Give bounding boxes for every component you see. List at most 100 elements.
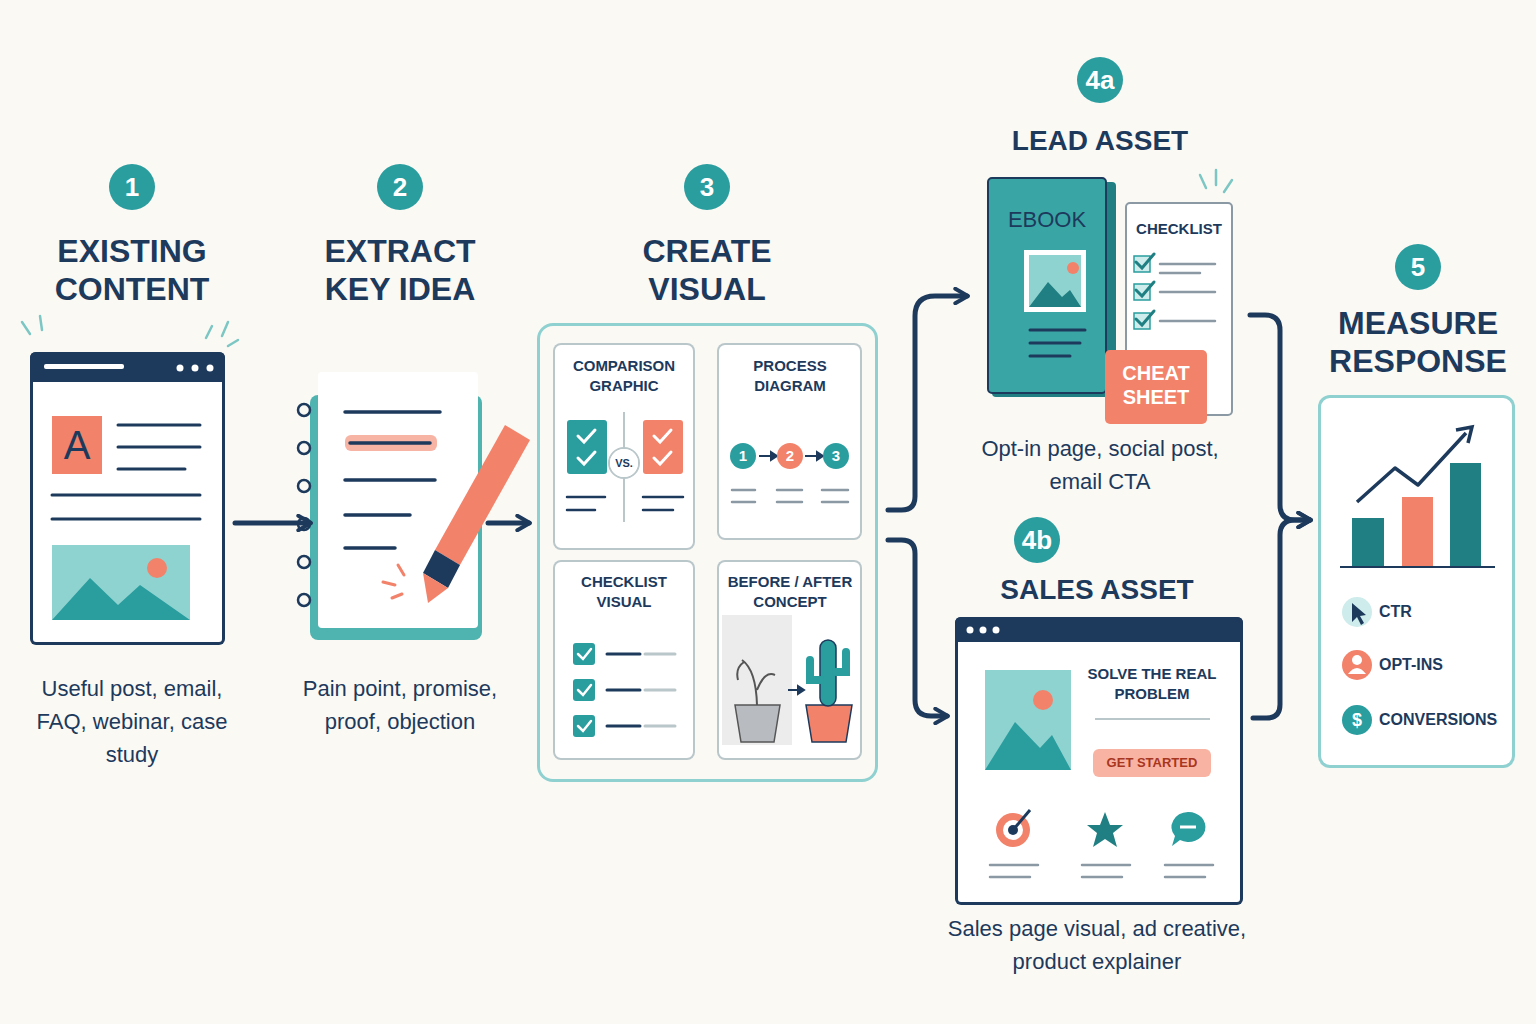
- notebook-illustration-part: [345, 478, 435, 482]
- visual-thumbnails-part: [645, 654, 675, 726]
- visual-thumbnails-part: [573, 643, 595, 665]
- visual-thumbnails-part: [722, 615, 792, 745]
- node-title: COMPARISON GRAPHIC: [556, 356, 692, 395]
- notebook-illustration-part: [298, 404, 310, 606]
- node-text: VS.: [610, 449, 638, 477]
- sales-page-illustration-part: [985, 722, 1071, 770]
- notebook-illustration-part: [392, 594, 402, 598]
- flow-arrow: [888, 296, 967, 510]
- notebook-illustration-part: [345, 435, 437, 451]
- notebook-illustration: [298, 372, 530, 640]
- visual-thumbnails-part: [573, 643, 595, 737]
- notebook-illustration-part: [423, 573, 448, 603]
- node-text: CTR: [1379, 602, 1509, 621]
- visual-thumbnails-part: [645, 689, 675, 692]
- lead-asset-illustration-part: [1160, 272, 1200, 275]
- lead-asset-illustration-part: [1030, 355, 1070, 358]
- lead-asset-illustration-part: [1105, 350, 1207, 424]
- results-chart-part: [1352, 603, 1366, 625]
- flow-arrow: [488, 521, 529, 526]
- visual-thumbnails-part: [822, 489, 848, 492]
- notebook-illustration-part: [345, 410, 440, 414]
- visual-thumbnails-part: [777, 501, 802, 504]
- metrics-panel: MEASURE RESPONSECTROPT-INSCONVERSIONS: [1318, 395, 1515, 768]
- visual-thumbnails-part: [607, 689, 640, 692]
- node-text: Useful post, email, FAQ, webinar, case s…: [19, 672, 245, 771]
- sales-page-illustration-part: [990, 865, 1213, 877]
- lead-asset-illustration-part: [1030, 329, 1085, 332]
- visual-thumbnails-part: [643, 420, 683, 474]
- results-chart-part: [1402, 497, 1433, 566]
- visual-card: PROCESS DIAGRAM123: [717, 343, 862, 540]
- results-chart-part: [1318, 395, 1515, 768]
- results-chart-part: [1342, 705, 1372, 735]
- visual-thumbnails-part: [645, 653, 675, 656]
- notebook-illustration-part: [298, 404, 310, 416]
- notebook-illustration-part: [298, 480, 310, 492]
- visual-thumbnails-part: [607, 654, 640, 726]
- visual-thumbnails-part: [578, 685, 591, 695]
- visual-thumbnails-part: [788, 689, 798, 691]
- browser-illustration-part: [118, 424, 200, 427]
- browser-illustration-part: [52, 518, 200, 521]
- node-text: Sales page visual, ad creative, product …: [932, 912, 1262, 978]
- browser-illustration-part: [52, 578, 190, 620]
- sales-page-illustration: [955, 617, 1243, 905]
- results-chart-part: [1456, 427, 1472, 443]
- browser-illustration-part: [52, 416, 102, 474]
- sales-page-illustration-part: [980, 627, 987, 634]
- visual-thumbnails-part: [822, 501, 848, 504]
- notebook-illustration-part: [345, 412, 440, 548]
- lead-asset-illustration-part: [1136, 254, 1154, 268]
- visual-thumbnails: [553, 343, 862, 760]
- step-number: 4b: [1014, 517, 1060, 563]
- notebook-illustration-part: [298, 594, 310, 606]
- sales-page-illustration-part: [985, 670, 1071, 770]
- node-text: Pain point, promise, proof, objection: [295, 672, 505, 738]
- sales-page-illustration-part: [1165, 864, 1213, 867]
- visual-thumbnails-part: [806, 705, 852, 742]
- visual-thumbnails-part: [717, 343, 862, 540]
- visual-thumbnails-part: [567, 497, 683, 510]
- notebook-illustration-part: [435, 425, 530, 565]
- dollar-icon: $: [1345, 708, 1369, 732]
- visual-thumbnails-part: [737, 660, 775, 705]
- sales-page-illustration-part: [955, 617, 1243, 905]
- sales-page-illustration-part: [1033, 690, 1053, 710]
- lead-asset-illustration-part: [1136, 254, 1154, 325]
- cta-button: GET STARTED: [1093, 749, 1211, 777]
- visual-thumbnails-part: [643, 509, 673, 512]
- lead-asset-illustration-part: [1136, 282, 1154, 296]
- sales-page-illustration-part: [1095, 718, 1210, 720]
- lead-asset-illustration-part: [1136, 311, 1154, 325]
- node-title: PROCESS DIAGRAM: [722, 356, 858, 395]
- node-title: EXTRACT KEY IDEA: [310, 232, 490, 309]
- step-number: 4a: [1077, 57, 1123, 103]
- node-title: SALES ASSET: [972, 573, 1222, 607]
- node-text: Opt-in page, social post, email CTA: [960, 432, 1240, 498]
- notebook-illustration-part: [298, 442, 310, 454]
- browser-illustration-part: [44, 364, 124, 369]
- node-title: LEAD ASSET: [975, 124, 1225, 158]
- visual-thumbnails-part: [759, 455, 771, 457]
- notebook-illustration-part: [398, 565, 404, 575]
- browser-illustration-part: [118, 468, 185, 471]
- visual-thumbnails-part: [643, 496, 683, 499]
- node-title: BEFORE / AFTER CONCEPT: [720, 572, 860, 611]
- browser-illustration-part: [30, 352, 225, 382]
- node-title: CHECKLIST VISUAL: [556, 572, 692, 611]
- lead-asset-illustration-part: [1067, 262, 1079, 274]
- notebook-illustration-part: [383, 565, 404, 598]
- browser-illustration-part: [52, 545, 190, 620]
- visual-thumbnails-part: [810, 660, 820, 680]
- lead-asset-illustration-part: [1160, 264, 1215, 321]
- results-chart-part: [1450, 463, 1481, 566]
- visual-thumbnails-part: [607, 653, 640, 656]
- results-chart: [1318, 395, 1515, 768]
- browser-illustration-part: [52, 494, 200, 497]
- notebook-illustration-part: [298, 556, 310, 568]
- lead-asset-illustration-part: [1030, 330, 1085, 356]
- visual-thumbnails-part: [735, 705, 780, 742]
- step-number: 3: [684, 164, 730, 210]
